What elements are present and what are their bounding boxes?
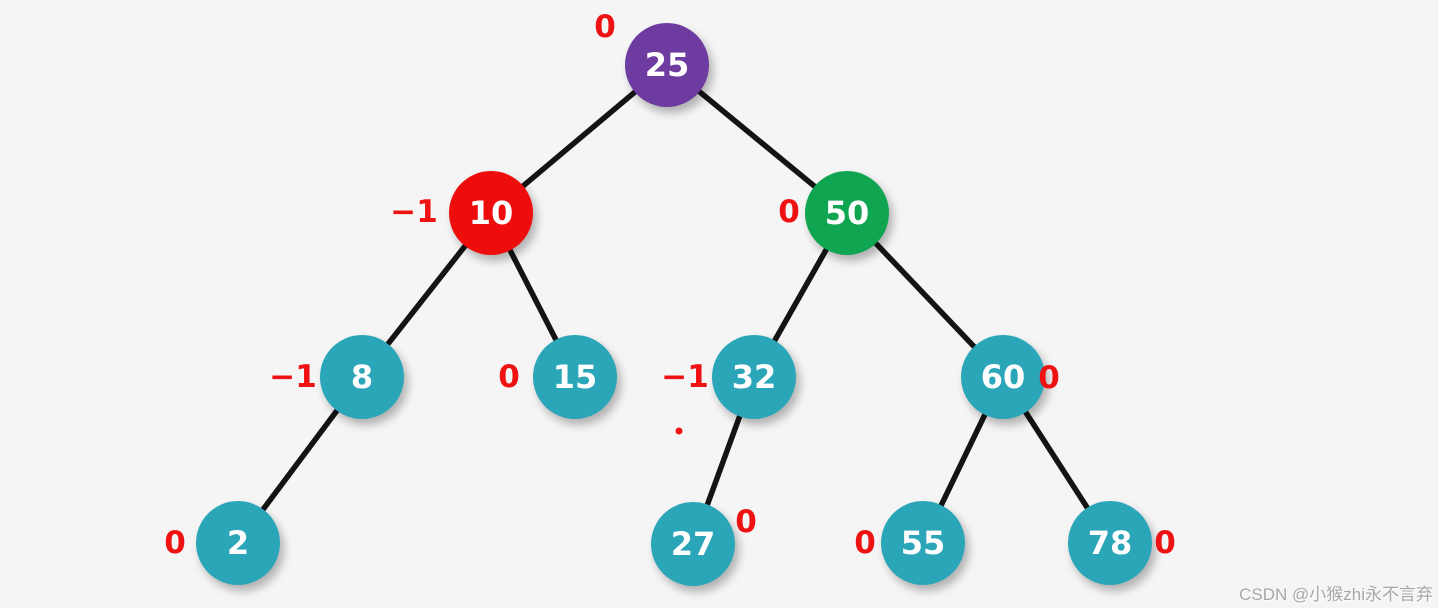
tree-node-50: 50 [805, 171, 889, 255]
balance-factor-50: 0 [778, 194, 800, 230]
balance-factor-8: −1 [269, 359, 317, 395]
balance-factor-55: 0 [854, 525, 876, 561]
balance-factor-32: −1 [661, 359, 709, 395]
balance-factor-15: 0 [498, 359, 520, 395]
csdn-watermark: CSDN @小猴zhi永不言弃 [1239, 585, 1433, 604]
tree-node-2: 2 [196, 501, 280, 585]
stray-dot [675, 427, 683, 435]
tree-node-15: 15 [533, 335, 617, 419]
tree-node-32: 32 [712, 335, 796, 419]
balance-factor-27: 0 [735, 504, 757, 540]
balance-factor-78: 0 [1154, 525, 1176, 561]
balance-factor-60: 0 [1038, 360, 1060, 396]
balance-factor-10: −1 [390, 194, 438, 230]
tree-node-25: 25 [625, 23, 709, 107]
tree-node-8: 8 [320, 335, 404, 419]
tree-node-78: 78 [1068, 501, 1152, 585]
balance-factor-25: 0 [594, 9, 616, 45]
balance-factor-2: 0 [164, 525, 186, 561]
tree-node-55: 55 [881, 501, 965, 585]
tree-node-10: 10 [449, 171, 533, 255]
tree-node-60: 60 [961, 335, 1045, 419]
tree-node-27: 27 [651, 502, 735, 586]
